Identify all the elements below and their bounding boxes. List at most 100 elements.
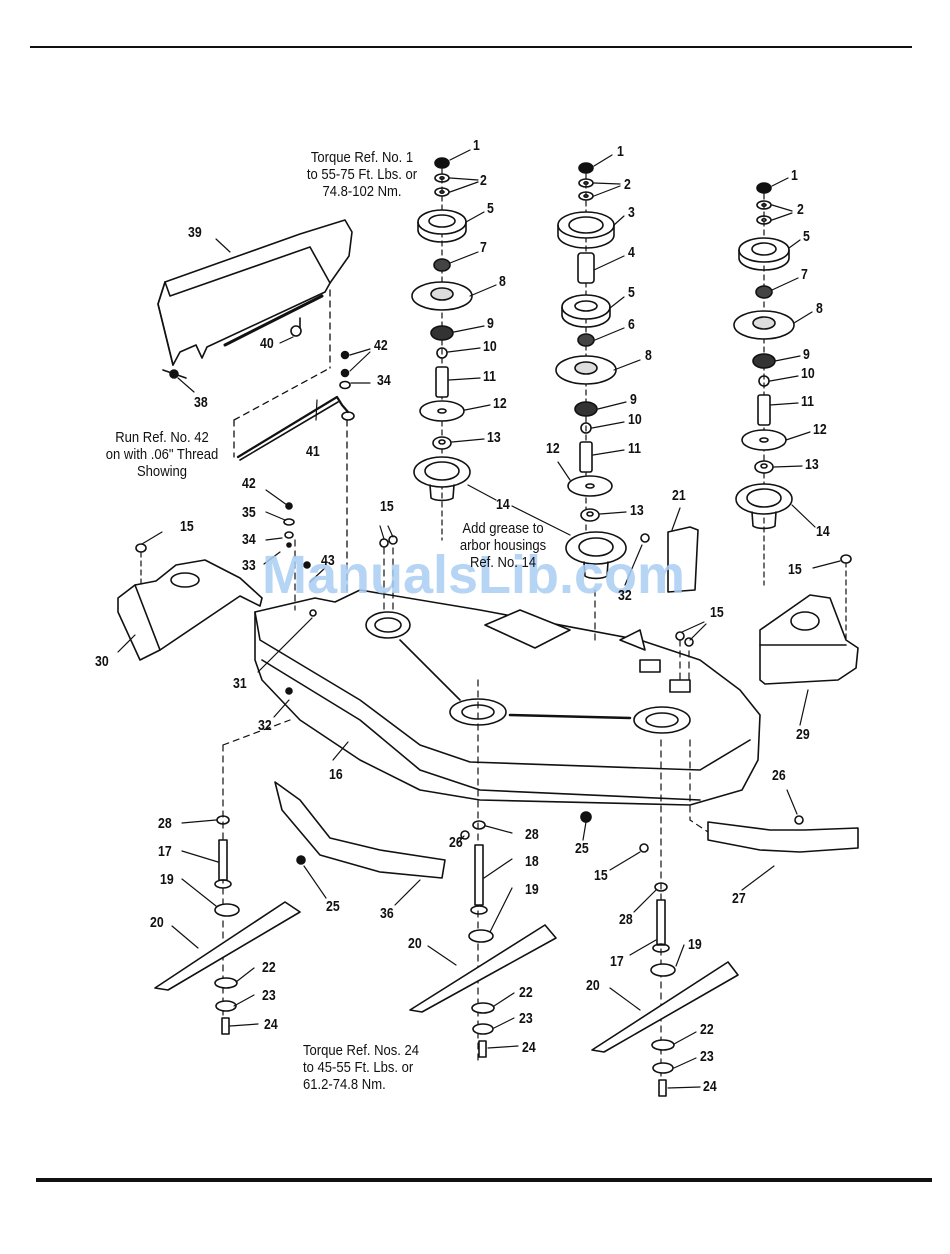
callout: 17	[610, 953, 624, 970]
callout: 15	[180, 518, 194, 535]
callout: 9	[630, 391, 637, 408]
callout: 29	[796, 726, 810, 743]
center-spindle-stack	[555, 162, 627, 580]
left-shield-part-30	[117, 559, 263, 661]
left-spindle-stack	[411, 157, 473, 541]
callout: 41	[306, 443, 320, 460]
callout: 32	[258, 717, 272, 734]
callout: 6	[628, 316, 635, 333]
note-line: Ref. No. 14	[469, 555, 537, 571]
callout: 9	[803, 346, 810, 363]
callout: 33	[242, 557, 256, 574]
callout: 34	[377, 372, 391, 389]
belt-cover-part-39	[157, 219, 353, 366]
callout: 28	[158, 815, 172, 832]
callout: 28	[525, 826, 539, 843]
baffle-part-36	[274, 781, 446, 879]
callout: 24	[264, 1016, 278, 1033]
callout: 8	[816, 300, 823, 317]
callout: 38	[194, 394, 208, 411]
callout: 14	[816, 523, 830, 540]
baffle-part-27	[707, 821, 859, 853]
callout: 2	[480, 172, 487, 189]
callout: 16	[329, 766, 343, 783]
callout: 21	[672, 487, 686, 504]
callout: 15	[594, 867, 608, 884]
right-spindle-stack	[733, 182, 795, 586]
callout: 10	[628, 411, 642, 428]
callout: 22	[262, 959, 276, 976]
note-run-ref-42: Run Ref. No. 42 on with .06" Thread Show…	[99, 430, 225, 481]
callout: 3	[628, 204, 635, 221]
callout: 2	[797, 201, 804, 218]
callout: 14	[496, 496, 510, 513]
callout: 12	[813, 421, 827, 438]
right-blade-assembly	[591, 882, 739, 1097]
callout: 10	[483, 338, 497, 355]
mower-deck-part-16	[254, 589, 761, 806]
callout: 22	[700, 1021, 714, 1038]
note-grease: Add grease to arbor housings Ref. No. 14	[454, 521, 553, 572]
callout: 24	[522, 1039, 536, 1056]
callout: 5	[628, 284, 635, 301]
callout: 26	[772, 767, 786, 784]
callout: 43	[321, 552, 335, 569]
callout: 35	[242, 504, 256, 521]
callout: 17	[158, 843, 172, 860]
callout: 5	[803, 228, 810, 245]
callout: 1	[473, 137, 480, 154]
note-line: Add grease to	[462, 521, 544, 537]
callout: 19	[525, 881, 539, 898]
callout: 30	[95, 653, 109, 670]
callout: 8	[499, 273, 506, 290]
callout: 15	[380, 498, 394, 515]
callout: 42	[374, 337, 388, 354]
callout: 20	[150, 914, 164, 931]
callout: 25	[575, 840, 589, 857]
callout: 9	[487, 315, 494, 332]
callout: 39	[188, 224, 202, 241]
callout: 7	[480, 239, 487, 256]
bracket-part-21	[667, 526, 699, 593]
bottom-rule	[36, 1178, 932, 1182]
callout: 7	[801, 266, 808, 283]
callout: 5	[487, 200, 494, 217]
note-line: to 55-75 Ft. Lbs. or	[306, 167, 418, 183]
callout: 11	[483, 368, 497, 385]
top-rule	[30, 46, 912, 48]
callout: 32	[618, 587, 632, 604]
callout: 20	[586, 977, 600, 994]
callout: 23	[262, 987, 276, 1004]
note-line: on with .06" Thread	[105, 447, 219, 463]
callout: 31	[233, 675, 247, 692]
callout: 1	[617, 143, 624, 160]
callout: 19	[688, 936, 702, 953]
note-line: Run Ref. No. 42	[115, 430, 209, 446]
callout: 22	[519, 984, 533, 1001]
callout: 26	[449, 834, 463, 851]
callout: 13	[805, 456, 819, 473]
callout: 40	[260, 335, 274, 352]
callout: 34	[242, 531, 256, 548]
note-line: 61.2-74.8 Nm.	[303, 1077, 386, 1093]
callout: 24	[703, 1078, 717, 1095]
rod-part-41	[236, 395, 355, 461]
right-shield-part-29	[759, 594, 859, 685]
note-line: 74.8-102 Nm.	[322, 184, 402, 200]
left-blade-assembly	[154, 815, 301, 1035]
callout: 15	[710, 604, 724, 621]
callout: 28	[619, 911, 633, 928]
note-line: Torque Ref. Nos. 24	[303, 1043, 420, 1059]
callout: 36	[380, 905, 394, 922]
callout: 19	[160, 871, 174, 888]
note-line: Showing	[136, 464, 188, 480]
callout: 42	[242, 475, 256, 492]
callout: 25	[326, 898, 340, 915]
callout: 1	[791, 167, 798, 184]
note-torque-ref-24: Torque Ref. Nos. 24 to 45-55 Ft. Lbs. or…	[303, 1043, 419, 1094]
note-line: to 45-55 Ft. Lbs. or	[303, 1060, 414, 1076]
callout: 13	[630, 502, 644, 519]
watermark: ManualsLib.com	[262, 545, 686, 605]
callout: 11	[628, 440, 642, 457]
